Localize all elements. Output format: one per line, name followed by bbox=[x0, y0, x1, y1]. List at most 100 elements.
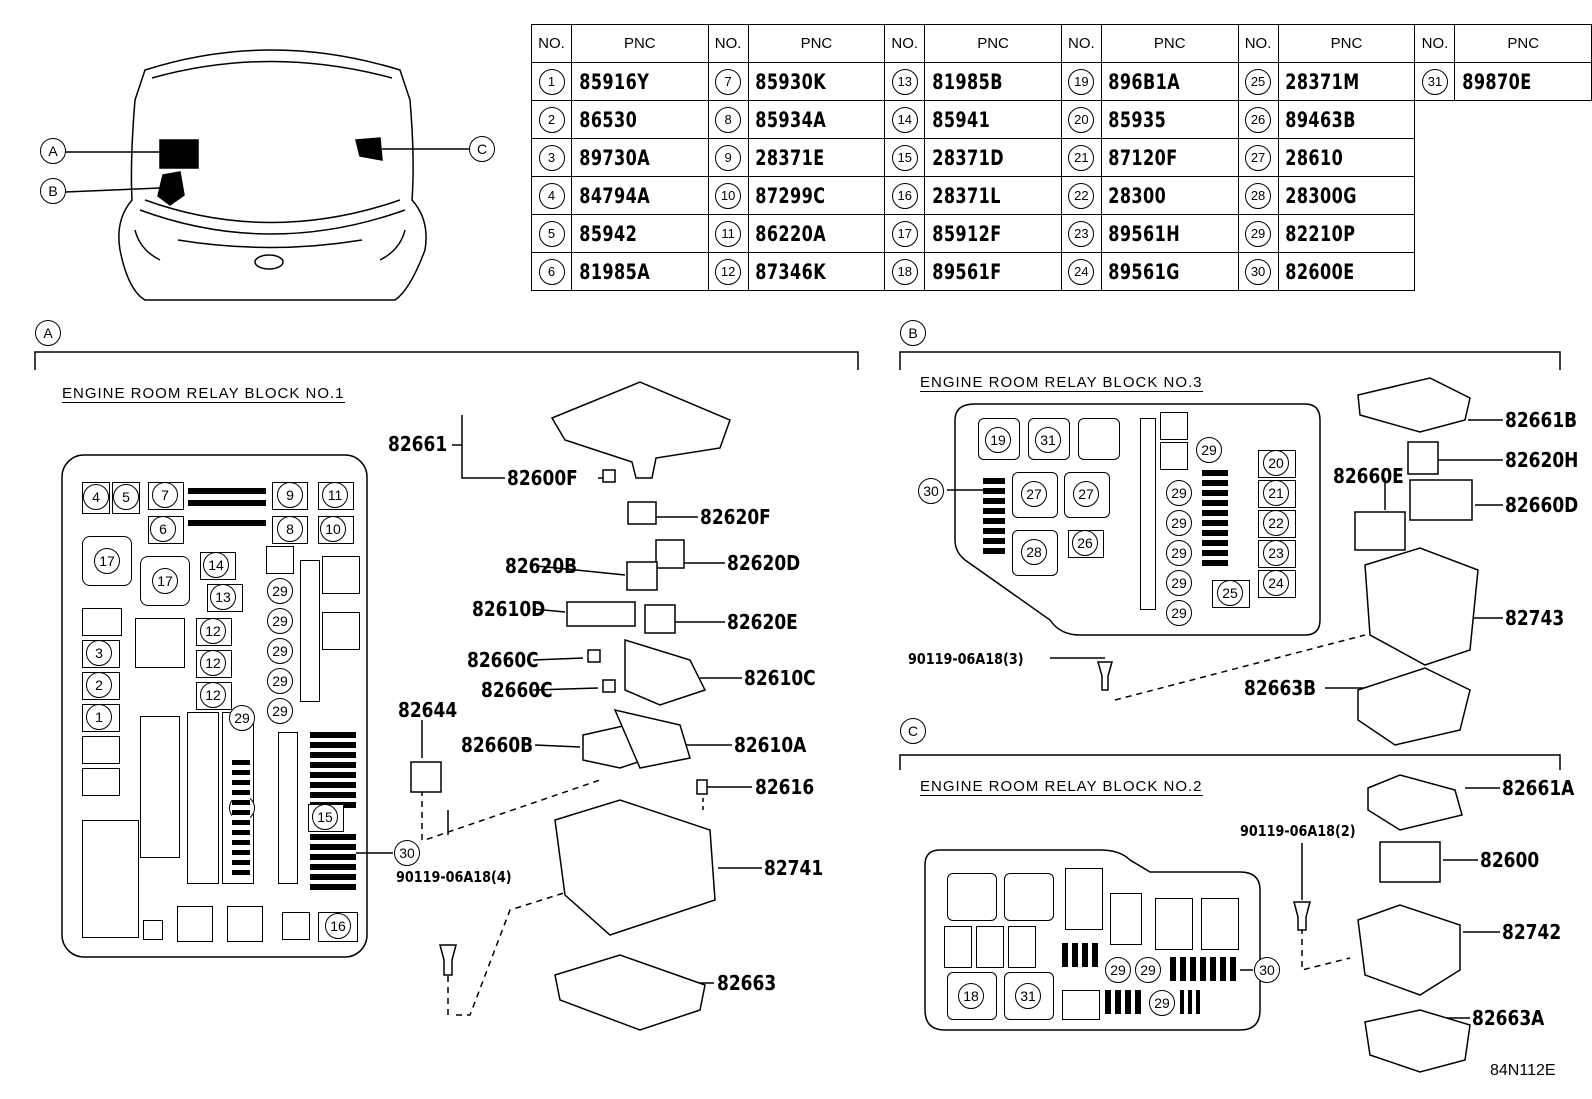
col-no-header: NO. bbox=[707, 24, 749, 63]
location-c-mark bbox=[355, 137, 383, 161]
pnc-cell: 28371E bbox=[747, 138, 865, 177]
ref-number: 30 bbox=[1245, 258, 1272, 285]
pnc-cell: 85916Y bbox=[571, 62, 689, 101]
pos-15: 15 bbox=[312, 804, 338, 830]
col-no-header: NO. bbox=[530, 24, 573, 63]
pnc-cell: 89870E bbox=[1454, 62, 1572, 101]
part-label: 82741 bbox=[764, 856, 824, 880]
pos-29: 29 bbox=[267, 668, 293, 694]
ref-number-cell: 22 bbox=[1060, 176, 1102, 215]
ref-number-cell: 12 bbox=[707, 252, 749, 291]
section-b-title: ENGINE ROOM RELAY BLOCK NO.3 bbox=[920, 374, 1203, 392]
ref-number: 3 bbox=[538, 144, 565, 171]
car-outline bbox=[118, 49, 427, 301]
pos-29: 29 bbox=[1149, 990, 1175, 1016]
pos-6: 6 bbox=[150, 516, 176, 542]
ref-number-cell: 31 bbox=[1414, 62, 1456, 101]
pos-27: 27 bbox=[1021, 481, 1047, 507]
pos-4: 4 bbox=[83, 484, 109, 510]
ref-number-cell: 21 bbox=[1060, 138, 1102, 177]
pos-26: 26 bbox=[1072, 530, 1098, 556]
ref-number-cell: 1 bbox=[530, 62, 573, 101]
part-label: 82610C bbox=[744, 666, 816, 690]
pos-9: 9 bbox=[277, 482, 303, 508]
pnc-cell: 28610 bbox=[1277, 138, 1395, 177]
box-82742-shape bbox=[1357, 904, 1461, 996]
pos-29: 29 bbox=[267, 698, 293, 724]
pnc-cell: 28371L bbox=[924, 176, 1042, 215]
callout-30: 30 bbox=[394, 840, 420, 866]
bolt-shape bbox=[1097, 661, 1113, 691]
ref-number: 15 bbox=[891, 144, 918, 171]
part-label: 82660B bbox=[461, 733, 534, 757]
pos-29: 29 bbox=[229, 705, 255, 731]
cover-82661-shape bbox=[550, 381, 731, 479]
ref-number: 25 bbox=[1245, 68, 1272, 95]
pos-3: 3 bbox=[86, 640, 112, 666]
connector-82644-shape bbox=[410, 761, 442, 793]
ref-number-cell: 24 bbox=[1060, 252, 1102, 291]
tray-82663b-shape bbox=[1357, 667, 1471, 746]
pos-16: 16 bbox=[325, 913, 351, 939]
pnc-cell: 85941 bbox=[924, 100, 1042, 139]
location-b-mark bbox=[157, 171, 185, 206]
ref-number-cell: 2 bbox=[530, 100, 573, 139]
pos-12: 12 bbox=[200, 618, 226, 644]
section-c-letter: C bbox=[900, 718, 926, 744]
part-label: 82742 bbox=[1502, 920, 1562, 944]
pos-14: 14 bbox=[203, 552, 229, 578]
connector-82610d-shape bbox=[566, 601, 636, 627]
part-82616-shape bbox=[696, 779, 708, 795]
pos-23: 23 bbox=[1263, 540, 1289, 566]
pos-28: 28 bbox=[1021, 539, 1047, 565]
col-pnc-header: PNC bbox=[1277, 24, 1416, 63]
section-c-title: ENGINE ROOM RELAY BLOCK NO.2 bbox=[920, 778, 1203, 796]
relay-82660c-shape bbox=[602, 679, 616, 693]
part-label: 82620F bbox=[700, 505, 771, 529]
part-label: 82620H bbox=[1505, 448, 1579, 472]
box-82741-shape bbox=[554, 799, 716, 936]
part-label: 82616 bbox=[755, 775, 815, 799]
part-label: 82660E bbox=[1333, 464, 1404, 488]
pos-2: 2 bbox=[86, 672, 112, 698]
connector-82620e-shape bbox=[644, 604, 676, 634]
section-a-title: ENGINE ROOM RELAY BLOCK NO.1 bbox=[62, 385, 345, 403]
block-82610a-shape bbox=[613, 708, 691, 769]
cover-82661b-shape bbox=[1357, 377, 1471, 433]
bolt-shape bbox=[1293, 901, 1311, 931]
pnc-cell: 85912F bbox=[924, 214, 1042, 253]
part-label: 82663 bbox=[717, 971, 777, 995]
ref-number: 29 bbox=[1245, 220, 1272, 247]
pos-29: 29 bbox=[1166, 570, 1192, 596]
pos-29: 29 bbox=[267, 578, 293, 604]
locator-a-label: A bbox=[40, 138, 66, 164]
pos-20: 20 bbox=[1263, 450, 1289, 476]
part-label: 82663B bbox=[1244, 676, 1317, 700]
ref-number: 12 bbox=[715, 258, 742, 285]
connector-82620b-shape bbox=[626, 561, 658, 591]
pos-13: 13 bbox=[210, 584, 236, 610]
table-header-row: NO.PNC NO.PNC NO.PNC NO.PNC NO.PNC NO.PN… bbox=[530, 24, 1592, 63]
ref-number: 9 bbox=[715, 144, 742, 171]
ref-number: 11 bbox=[715, 220, 742, 247]
relay-82600-shape bbox=[1379, 841, 1441, 883]
ref-number-cell: 4 bbox=[530, 176, 573, 215]
bolt-shape bbox=[439, 944, 457, 976]
pnc-cell: 82600E bbox=[1277, 252, 1395, 291]
pos-12: 12 bbox=[200, 682, 226, 708]
pnc-cell: 85934A bbox=[747, 100, 865, 139]
pos-7: 7 bbox=[152, 482, 178, 508]
pnc-cell: 896B1A bbox=[1100, 62, 1218, 101]
block-82610c-shape bbox=[624, 638, 707, 706]
part-label: 82600 bbox=[1480, 848, 1540, 872]
ref-number-cell: 23 bbox=[1060, 214, 1102, 253]
col-pnc-header: PNC bbox=[747, 24, 886, 63]
col-pnc-header: PNC bbox=[1454, 24, 1592, 63]
pnc-cell: 82210P bbox=[1277, 214, 1395, 253]
ref-number-cell: 14 bbox=[884, 100, 926, 139]
ref-number: 4 bbox=[538, 182, 565, 209]
pos-29: 29 bbox=[1196, 437, 1222, 463]
